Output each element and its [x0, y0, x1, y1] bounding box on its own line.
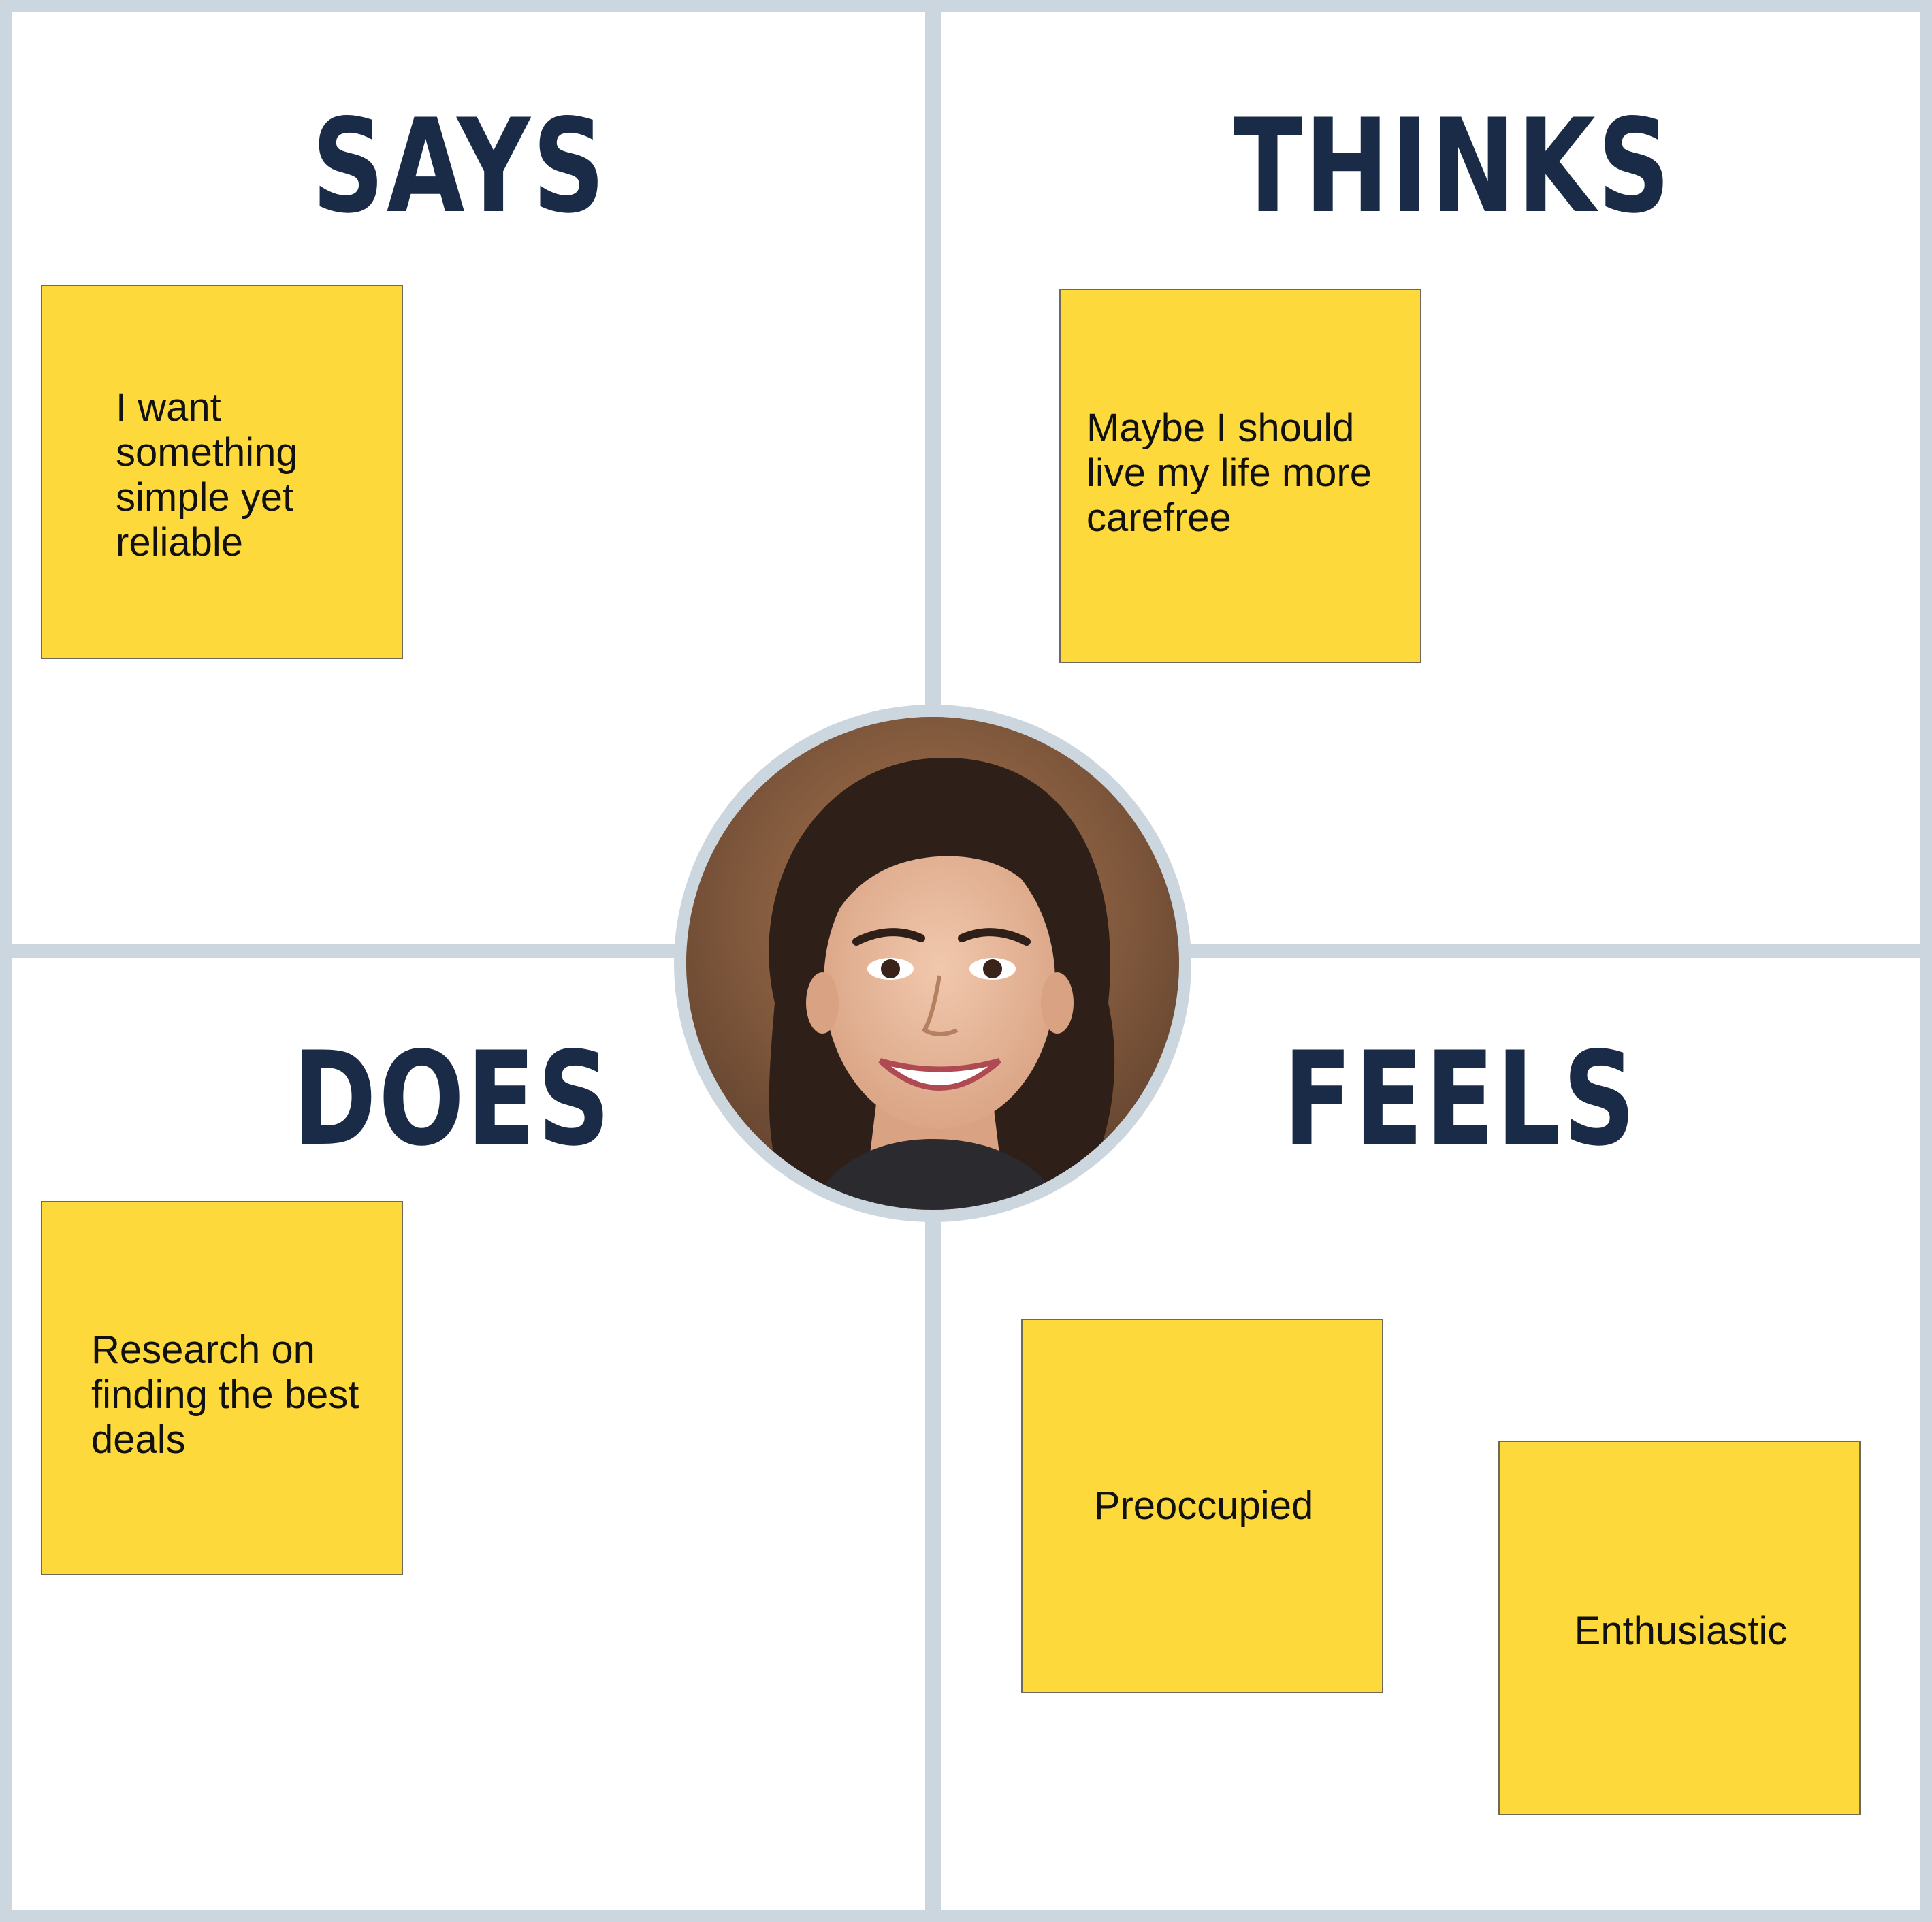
says-heading: SAYS: [312, 91, 607, 242]
thinks-heading: THINKS: [1234, 91, 1673, 242]
sticky-note-says[interactable]: I want something simple yet reliable: [41, 285, 403, 659]
feels-heading: FEELS: [1283, 1024, 1638, 1174]
sticky-note-text: Research on finding the best deals: [91, 1328, 359, 1462]
sticky-note-thinks[interactable]: Maybe I should live my life more carefre…: [1059, 289, 1421, 663]
user-portrait-avatar: [686, 717, 1179, 1210]
sticky-note-feels-enthusiastic[interactable]: Enthusiastic: [1498, 1441, 1861, 1815]
sticky-note-text: Maybe I should live my life more carefre…: [1086, 406, 1372, 540]
user-portrait-icon: [686, 717, 1179, 1210]
sticky-note-text: Enthusiastic: [1574, 1609, 1788, 1653]
sticky-note-does[interactable]: Research on finding the best deals: [41, 1201, 403, 1575]
sticky-note-feels-preoccupied[interactable]: Preoccupied: [1021, 1319, 1383, 1693]
does-heading: DOES: [293, 1024, 613, 1174]
sticky-note-text: Preoccupied: [1093, 1484, 1314, 1528]
sticky-note-text: I want something simple yet reliable: [116, 385, 298, 564]
